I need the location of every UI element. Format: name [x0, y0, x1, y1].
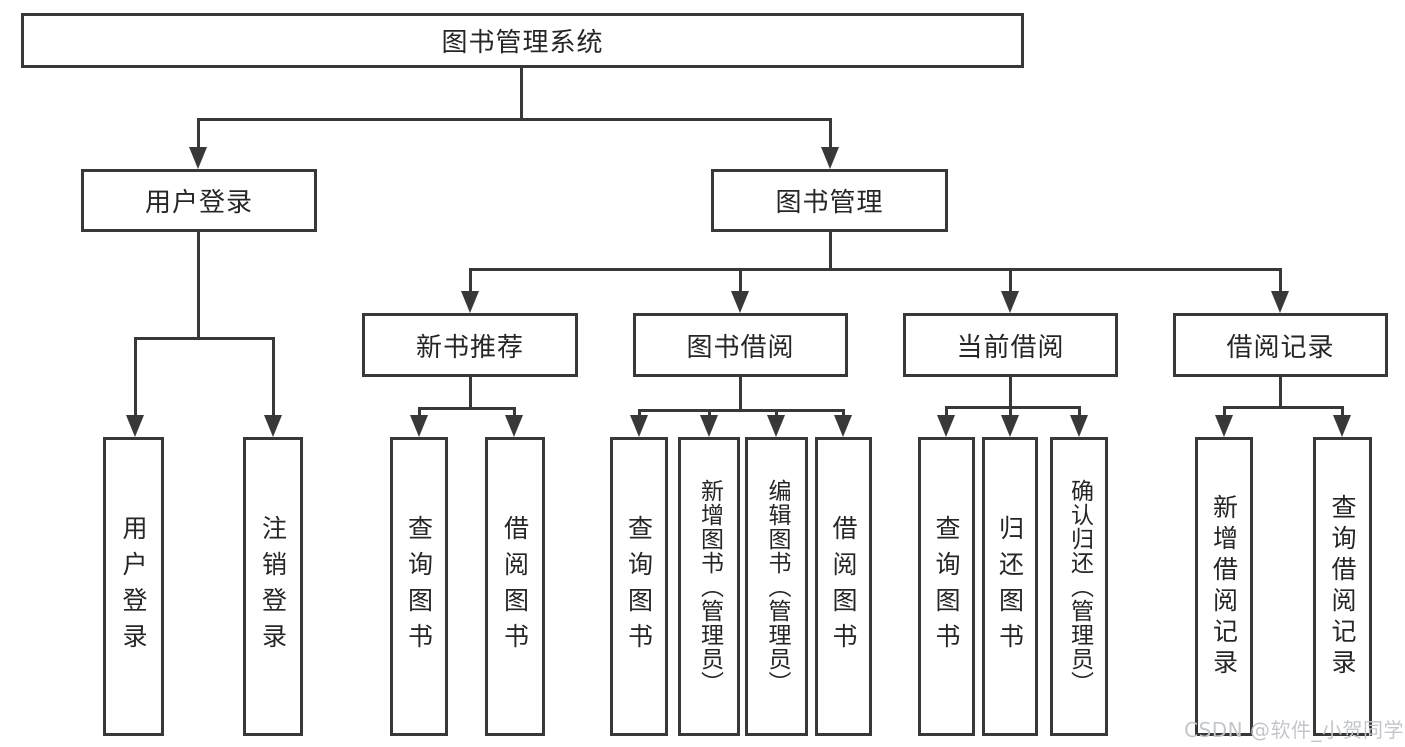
connector-root-stem	[520, 68, 523, 120]
leaf-current-query-book-label: 查询图书	[932, 514, 961, 659]
connector-drop-borrow-record	[1279, 268, 1282, 293]
arrow-down-icon	[264, 415, 282, 437]
arrow-down-icon	[461, 291, 479, 313]
node-borrow-record-label: 借阅记录	[1226, 332, 1335, 363]
node-book-borrow-label: 图书借阅	[686, 332, 795, 363]
leaf-borrow-book: 借阅图书	[815, 437, 872, 736]
connector-drop	[1341, 406, 1344, 418]
arrow-down-icon	[410, 415, 428, 437]
connector-drop-book-borrow	[739, 268, 742, 293]
leaf-return-book: 归还图书	[982, 437, 1038, 736]
connector-root-hline	[197, 118, 831, 121]
leaf-borrow-book-label: 借阅图书	[829, 514, 858, 659]
node-current-borrow-label: 当前借阅	[956, 332, 1065, 363]
arrow-down-icon	[1333, 415, 1351, 437]
leaf-user-login: 用户登录	[103, 437, 164, 736]
connector-drop	[1078, 406, 1081, 418]
leaf-recommend-borrow-book-label: 借阅图书	[500, 514, 530, 659]
arrow-down-icon	[937, 415, 955, 437]
arrow-down-icon	[767, 415, 785, 437]
node-new-book-recommend: 新书推荐	[362, 313, 578, 377]
leaf-return-book-label: 归还图书	[995, 514, 1025, 659]
node-book-borrow: 图书借阅	[633, 313, 848, 377]
leaf-add-borrow-record-label: 新增借阅记录	[1209, 493, 1239, 680]
arrow-down-icon	[1215, 415, 1233, 437]
node-user-login-label: 用户登录	[144, 188, 253, 218]
connector-drop	[513, 407, 516, 419]
connector-drop	[638, 409, 641, 419]
leaf-query-borrow-record: 查询借阅记录	[1313, 437, 1372, 736]
arrow-down-icon	[700, 415, 718, 437]
leaf-add-borrow-record: 新增借阅记录	[1195, 437, 1253, 736]
connector-drop	[842, 409, 845, 419]
connector-mgmt-hline	[469, 268, 1281, 271]
arrow-down-icon	[189, 147, 207, 169]
connector-record-hline	[1223, 406, 1344, 409]
leaf-recommend-query-book-label: 查询图书	[404, 514, 434, 659]
connector-book-borrow-stem	[739, 377, 742, 411]
leaf-logout: 注销登录	[243, 437, 303, 736]
node-root: 图书管理系统	[21, 13, 1024, 68]
leaf-confirm-return-admin-label: 确认归还（管理员）	[1066, 478, 1093, 695]
leaf-borrow-query-book: 查询图书	[610, 437, 668, 736]
leaf-edit-book-admin-label: 编辑图书（管理员）	[764, 478, 790, 695]
connector-drop	[418, 407, 421, 419]
connector-drop	[708, 409, 711, 419]
leaf-query-borrow-record-label: 查询借阅记录	[1328, 493, 1357, 680]
node-book-mgmt: 图书管理	[711, 169, 948, 232]
connector-record-stem	[1279, 377, 1282, 408]
leaf-recommend-query-book: 查询图书	[390, 437, 448, 736]
leaf-add-book-admin-label: 新增图书（管理员）	[696, 478, 723, 695]
arrow-down-icon	[126, 415, 144, 437]
connector-recommend-stem	[469, 377, 472, 410]
arrow-down-icon	[731, 291, 749, 313]
connector-drop-current-borrow	[1009, 268, 1012, 293]
node-borrow-record: 借阅记录	[1173, 313, 1388, 377]
node-current-borrow: 当前借阅	[903, 313, 1118, 377]
connector-drop-user-login	[197, 118, 200, 150]
watermark: CSDN @软件_小贺同学	[1184, 718, 1404, 742]
arrow-down-icon	[630, 415, 648, 437]
arrow-down-icon	[1001, 415, 1019, 437]
leaf-add-book-admin: 新增图书（管理员）	[678, 437, 740, 736]
leaf-logout-label: 注销登录	[258, 514, 288, 659]
node-book-mgmt-label: 图书管理	[775, 188, 884, 218]
node-new-book-recommend-label: 新书推荐	[415, 332, 524, 363]
connector-book-borrow-hline	[638, 409, 845, 412]
arrow-down-icon	[834, 415, 852, 437]
leaf-confirm-return-admin: 确认归还（管理员）	[1050, 437, 1108, 736]
leaf-current-query-book: 查询图书	[918, 437, 975, 736]
leaf-user-login-label: 用户登录	[119, 514, 148, 659]
connector-recommend-hline	[418, 407, 515, 410]
connector-current-stem	[1009, 377, 1012, 408]
leaf-recommend-borrow-book: 借阅图书	[485, 437, 545, 736]
leaf-borrow-query-book-label: 查询图书	[624, 514, 654, 659]
connector-login-hline	[134, 337, 274, 340]
connector-drop-leaf-logout	[272, 337, 275, 417]
connector-mgmt-stem	[829, 232, 832, 270]
arrow-down-icon	[821, 147, 839, 169]
arrow-down-icon	[1070, 415, 1088, 437]
connector-login-stem	[197, 232, 200, 339]
connector-drop	[1223, 406, 1226, 418]
arrow-down-icon	[1001, 291, 1019, 313]
connector-drop-leaf-user-login	[134, 337, 137, 417]
connector-drop-recommend	[469, 268, 472, 293]
leaf-edit-book-admin: 编辑图书（管理员）	[745, 437, 808, 736]
connector-drop	[945, 406, 948, 418]
connector-drop	[775, 409, 778, 419]
node-root-label: 图书管理系统	[441, 28, 604, 58]
connector-drop-book-mgmt	[829, 118, 832, 150]
connector-drop	[1009, 406, 1012, 418]
arrow-down-icon	[1271, 291, 1289, 313]
connector-current-hline	[945, 406, 1081, 409]
arrow-down-icon	[505, 415, 523, 437]
node-user-login: 用户登录	[81, 169, 317, 232]
